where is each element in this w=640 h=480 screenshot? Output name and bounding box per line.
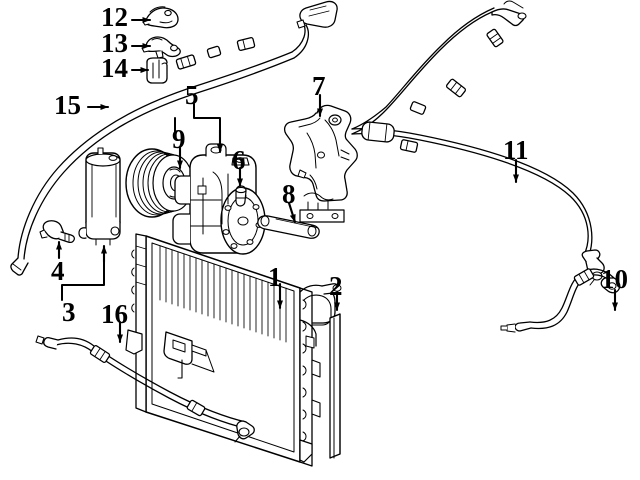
callout-label-13: 13 <box>101 28 128 58</box>
callout-label-5: 5 <box>185 80 199 110</box>
part-receiver-drier <box>78 147 121 246</box>
callout-label-6: 6 <box>232 145 246 175</box>
part-suction-hose <box>351 0 605 286</box>
callout-label-9: 9 <box>172 124 186 154</box>
part-condenser <box>125 233 342 467</box>
callout-label-15: 15 <box>54 90 81 120</box>
part-compressor-body <box>172 143 266 255</box>
part-upper-hose <box>10 0 338 276</box>
callout-label-10: 10 <box>601 264 628 294</box>
part-compressor-bracket <box>284 104 358 223</box>
callout-label-2: 2 <box>329 271 343 301</box>
part-clutch-pulley <box>125 148 194 218</box>
part-hose-clamp <box>146 57 168 84</box>
callout-label-16: 16 <box>101 299 128 329</box>
part-hose-clip-b <box>141 36 181 59</box>
callout-label-12: 12 <box>101 2 128 32</box>
callout-leaders <box>56 17 618 344</box>
part-pressure-switch <box>39 220 75 243</box>
part-lower-line <box>35 335 255 443</box>
callout-label-3: 3 <box>62 297 76 327</box>
callout-label-4: 4 <box>51 256 65 286</box>
callout-label-14: 14 <box>101 53 128 83</box>
part-service-valve <box>235 185 247 207</box>
callout-label-1: 1 <box>268 262 282 292</box>
callout-label-8: 8 <box>282 179 296 209</box>
part-support-rod <box>257 215 320 239</box>
part-condenser-seal <box>329 313 341 459</box>
part-hose-clip-a <box>142 6 179 29</box>
callout-label-7: 7 <box>312 71 326 101</box>
callout-label-11: 11 <box>503 135 529 165</box>
